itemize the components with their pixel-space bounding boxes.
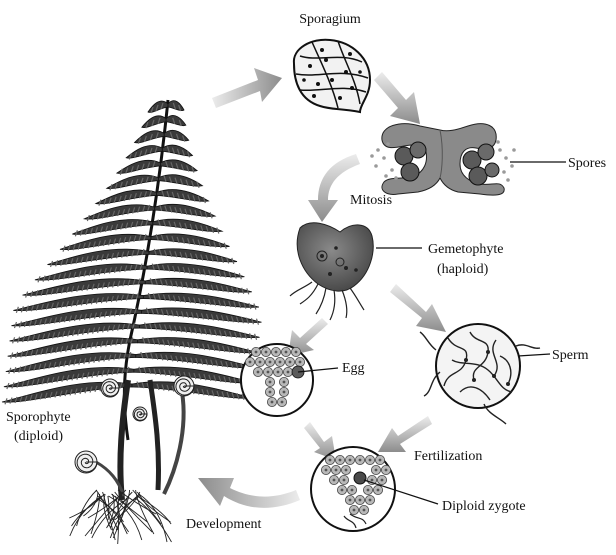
label-spores: Spores: [568, 156, 606, 171]
label-mitosis: Mitosis: [350, 193, 392, 208]
label-development: Development: [186, 517, 262, 532]
label-fertilization: Fertilization: [414, 449, 482, 464]
sperm-leader-line: [518, 354, 550, 356]
arrow-to-spores: [374, 72, 420, 124]
sperm-antheridium-illustration: [420, 324, 550, 424]
sporophyte-fern-illustration: [2, 100, 261, 544]
arrow-to-sperm: [390, 284, 446, 332]
gametophyte-illustration: [290, 223, 422, 320]
arrow-mitosis: [308, 154, 360, 222]
label-sporagium: Sporagium: [299, 12, 361, 27]
arrow-to-sporagium: [212, 68, 282, 108]
label-gametophyte-haploid: (haploid): [437, 262, 489, 277]
arrow-development: [198, 478, 300, 508]
label-egg: Egg: [342, 361, 365, 376]
label-sporophyte-diploid: (diploid): [14, 429, 63, 444]
arrow-sperm-to-zygote: [378, 416, 432, 452]
label-sperm: Sperm: [552, 348, 589, 363]
label-sporophyte: Sporophyte: [6, 410, 71, 425]
spores-illustration: [370, 124, 566, 195]
label-gametophyte: Gemetophyte: [428, 242, 503, 257]
label-diploid-zygote: Diploid zygote: [442, 499, 526, 514]
egg-archegonium-illustration: [241, 344, 338, 416]
sporagium-illustration: [294, 40, 370, 112]
